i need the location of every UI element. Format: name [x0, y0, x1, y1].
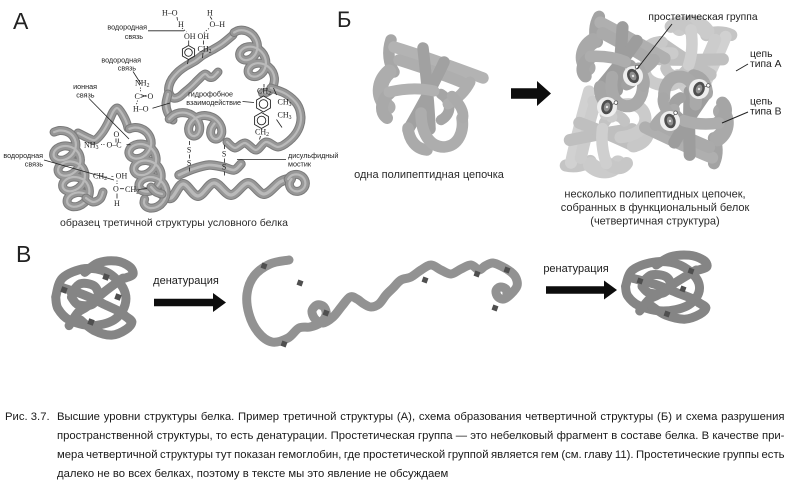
- svg-text:O: O: [148, 92, 154, 101]
- svg-text:Б: Б: [337, 7, 351, 32]
- svg-text:(четвертичная структура): (четвертичная структура): [590, 216, 719, 228]
- svg-text:H–O: H–O: [133, 105, 149, 114]
- svg-text:O–H: O–H: [210, 20, 226, 29]
- svg-text:ренатурация: ренатурация: [543, 263, 608, 275]
- svg-text:водородная: водородная: [107, 23, 147, 32]
- svg-text:связь: связь: [118, 64, 137, 73]
- svg-text:CH2: CH2: [257, 87, 271, 98]
- svg-text:денатурация: денатурация: [153, 275, 219, 287]
- svg-text:H–O: H–O: [162, 9, 178, 18]
- svg-text:связь: связь: [125, 32, 144, 41]
- svg-text:CH2: CH2: [125, 185, 139, 196]
- svg-text:S: S: [187, 146, 191, 155]
- svg-text:H: H: [178, 20, 184, 29]
- svg-text:NH2: NH2: [135, 79, 150, 90]
- svg-text:O–C: O–C: [107, 141, 122, 150]
- svg-text:CH3: CH3: [278, 111, 292, 122]
- svg-text:водородная: водородная: [3, 151, 43, 160]
- svg-text:H: H: [114, 199, 120, 208]
- svg-text:гидрофобное: гидрофобное: [188, 90, 233, 99]
- svg-text:OH: OH: [198, 32, 210, 41]
- svg-text:NH3: NH3: [84, 141, 99, 152]
- svg-text:O: O: [114, 130, 120, 139]
- svg-text:образец третичной структуры ус: образец третичной структуры условного бе…: [60, 217, 288, 229]
- svg-text:несколько полипептидных цепоче: несколько полипептидных цепочек,: [564, 189, 745, 201]
- svg-text:типа В: типа В: [750, 107, 782, 118]
- svg-text:А: А: [13, 8, 29, 34]
- svg-text:CH3: CH3: [278, 98, 292, 109]
- svg-text:мостик: мостик: [288, 160, 312, 169]
- svg-text:CH2 - OH: CH2 - OH: [93, 172, 127, 183]
- svg-text:связь: связь: [25, 160, 44, 169]
- svg-text:связь: связь: [76, 91, 95, 100]
- svg-text:S: S: [222, 150, 226, 159]
- svg-text:одна полипептидная цепочка: одна полипептидная цепочка: [354, 169, 505, 181]
- svg-text:CH2: CH2: [198, 45, 212, 56]
- svg-text:взаимодействие: взаимодействие: [186, 98, 241, 107]
- svg-text:В: В: [16, 241, 31, 267]
- svg-text:простетическая группа: простетическая группа: [648, 12, 757, 23]
- svg-text:цепь: цепь: [750, 49, 772, 60]
- svg-text:водородная: водородная: [101, 56, 141, 65]
- svg-text:S: S: [187, 159, 191, 168]
- svg-text:H: H: [207, 9, 213, 18]
- svg-text:цепь: цепь: [750, 97, 772, 108]
- svg-text:O: O: [113, 185, 119, 194]
- svg-text:дисульфидный: дисульфидный: [288, 151, 338, 160]
- svg-text:S: S: [222, 163, 226, 172]
- svg-text:ионная: ионная: [73, 82, 97, 91]
- svg-text:типа А: типа А: [750, 59, 782, 70]
- svg-text:C: C: [135, 92, 140, 101]
- svg-text:собранных в функциональный бел: собранных в функциональный белок: [561, 202, 750, 214]
- svg-text:CH2: CH2: [255, 128, 269, 139]
- svg-text:OH: OH: [184, 32, 196, 41]
